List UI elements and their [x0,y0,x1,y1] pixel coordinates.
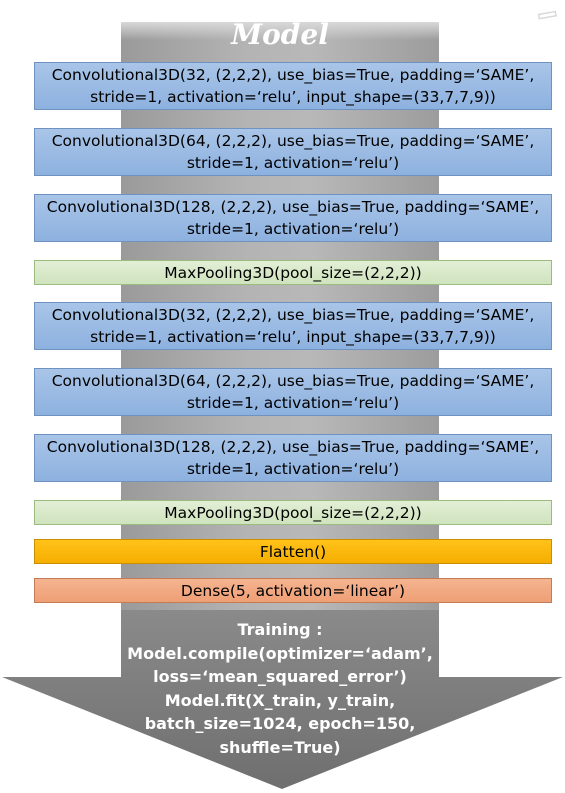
layer-line-1: MaxPooling3D(pool_size=(2,2,2)) [164,263,422,282]
layer-line-1: Convolutional3D(128, (2,2,2), use_bias=T… [46,438,540,456]
layer-line-1: Flatten() [259,542,327,561]
conv3d-layer-5: Convolutional3D(64, (2,2,2), use_bias=Tr… [34,368,552,416]
layer-line-1: Convolutional3D(32, (2,2,2), use_bias=Tr… [51,66,535,84]
layer-line-2: stride=1, activation=‘relu’) [186,154,400,172]
flatten-layer: Flatten() [34,539,552,564]
training-line: Model.compile(optimizer=‘adam’, [127,643,433,663]
conv3d-layer-4: Convolutional3D(32, (2,2,2), use_bias=Tr… [34,302,552,350]
training-instructions: Training : Model.compile(optimizer=‘adam… [121,618,439,759]
maxpooling3d-layer-1: MaxPooling3D(pool_size=(2,2,2)) [34,260,552,285]
conv3d-layer-1: Convolutional3D(32, (2,2,2), use_bias=Tr… [34,62,552,110]
layer-line-2: stride=1, activation=‘relu’) [186,460,400,478]
layer-line-1: Convolutional3D(32, (2,2,2), use_bias=Tr… [51,306,535,324]
training-heading: Training : [237,620,323,639]
layer-line-2: stride=1, activation=‘relu’, input_shape… [90,328,496,346]
training-line: loss=‘mean_squared_error’) [153,667,407,686]
layer-line-2: stride=1, activation=‘relu’) [186,220,400,238]
layer-line-1: MaxPooling3D(pool_size=(2,2,2)) [164,503,422,522]
layer-line-1: Convolutional3D(64, (2,2,2), use_bias=Tr… [51,132,535,150]
layer-line-1: Convolutional3D(64, (2,2,2), use_bias=Tr… [51,372,535,390]
model-title: Model [231,18,329,51]
layer-line-2: stride=1, activation=‘relu’, input_shape… [90,88,496,106]
training-line: Model.fit(X_train, y_train, [164,690,396,710]
conv3d-layer-6: Convolutional3D(128, (2,2,2), use_bias=T… [34,434,552,482]
layer-line-2: stride=1, activation=‘relu’) [186,394,400,412]
layer-line-1: Dense(5, activation=‘linear’) [180,581,406,600]
conv3d-layer-3: Convolutional3D(128, (2,2,2), use_bias=T… [34,194,552,242]
layer-line-1: Convolutional3D(128, (2,2,2), use_bias=T… [46,198,540,216]
training-line: shuffle=True) [219,737,341,757]
conv3d-layer-2: Convolutional3D(64, (2,2,2), use_bias=Tr… [34,128,552,176]
maxpooling3d-layer-2: MaxPooling3D(pool_size=(2,2,2)) [34,500,552,525]
corner-watermark-icon [537,10,557,20]
training-line: batch_size=1024, epoch=150, [144,714,416,733]
dense-layer: Dense(5, activation=‘linear’) [34,578,552,603]
